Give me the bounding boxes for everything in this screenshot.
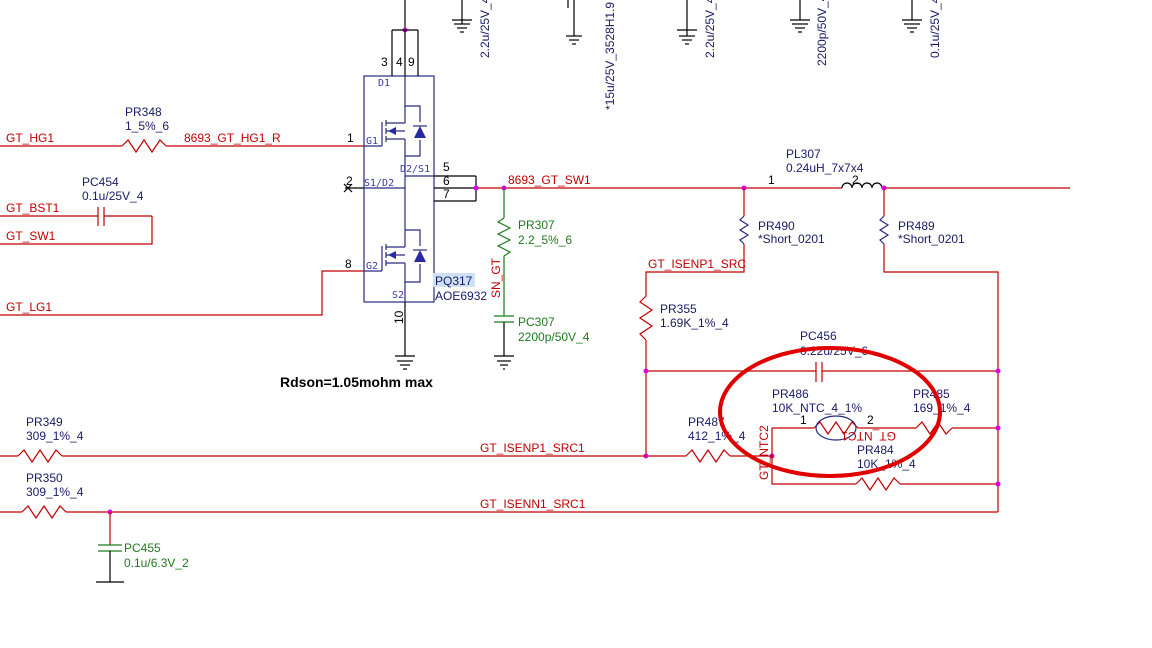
pin-8: 8 [345, 257, 352, 271]
cap-value-5: 0.1u/25V_4 [928, 0, 942, 58]
net-ntc2: GT_NTC2 [757, 425, 771, 480]
pin-2: 2 [346, 174, 353, 188]
net-sw1-main: 8693_GT_SW1 [508, 173, 591, 187]
net-gt-lg1: GT_LG1 [6, 300, 52, 314]
pr490-ref: PR490 [758, 219, 795, 233]
sense-output-lines: PR349 309_1%_4 GT_ISENP1_SRC1 PR350 309_… [0, 415, 998, 583]
net-sn-gt: SN_GT [489, 257, 503, 298]
pr348-value: 1_5%_6 [125, 119, 169, 133]
pr487-ref: PR487 [688, 415, 725, 429]
pl307-pin2: 2 [852, 173, 859, 187]
pl307-value: 0.24uH_7x7x4 [786, 161, 864, 175]
pc307-value: 2200p/50V_4 [518, 330, 590, 344]
pc454-value: 0.1u/25V_4 [82, 189, 144, 203]
net-isenn1-src1: GT_ISENN1_SRC1 [480, 497, 586, 511]
net-gt-bst1: GT_BST1 [6, 201, 60, 215]
rdson-note: Rdson=1.05mohm max [280, 374, 433, 390]
pr486-pin2: 2 [867, 413, 874, 427]
pin-4: 4 [396, 55, 403, 69]
pr349-value: 309_1%_4 [26, 429, 84, 443]
pin-1: 1 [347, 131, 354, 145]
pq317-value: AOE6932 [435, 289, 487, 303]
pr355-ref: PR355 [660, 302, 697, 316]
pq317-ref: PQ317 [435, 274, 473, 288]
top-capacitor-row: 2.2u/25V_4 *15u/25V_3528H1.9 2.2u/25V_4 … [402, 0, 942, 110]
pc454-ref: PC454 [82, 175, 119, 189]
pin-6: 6 [443, 174, 450, 188]
pc456-ref: PC456 [800, 329, 837, 343]
mosfet-pq317: 3 4 9 D1 G1 D2/S1 S1/D2 G2 S2 [280, 29, 487, 390]
pr486-ref: PR486 [772, 387, 809, 401]
net-isenp1-src1: GT_ISENP1_SRC1 [480, 441, 585, 455]
label-d2s1: D2/S1 [400, 164, 430, 175]
current-sense-network: PR490 *Short_0201 GT_ISENP1_SRC PR489 *S… [638, 188, 1001, 512]
pr348-ref: PR348 [125, 105, 162, 119]
pr350-value: 309_1%_4 [26, 485, 84, 499]
pr487-value: 412_1%_4 [688, 429, 746, 443]
label-g1: G1 [366, 136, 378, 147]
pin-10: 10 [392, 310, 406, 324]
highlight-circle [718, 346, 942, 478]
pin-3: 3 [381, 55, 388, 69]
pc307-ref: PC307 [518, 315, 555, 329]
pr489-value: *Short_0201 [898, 232, 965, 246]
cap-value-1: 2.2u/25V_4 [478, 0, 492, 58]
cap-value-4: 2200p/50V_4 [815, 0, 829, 66]
pr307-value: 2.2_5%_6 [518, 233, 572, 247]
pr489-ref: PR489 [898, 219, 935, 233]
net-hg1-r: 8693_GT_HG1_R [184, 131, 281, 145]
net-isenp1-src: GT_ISENP1_SRC [648, 257, 746, 271]
cap-value-2: *15u/25V_3528H1.9 [603, 2, 617, 110]
pc455-ref: PC455 [124, 541, 161, 555]
pl307-pin1: 1 [768, 173, 775, 187]
left-input-nets: GT_HG1 PR348 1_5%_6 8693_GT_HG1_R 1 2 GT… [0, 105, 364, 316]
label-s2: S2 [392, 290, 404, 301]
switch-node: 8693_GT_SW1 PL307 0.24uH_7x7x4 1 2 PR307… [473, 147, 1070, 370]
pc455-value: 0.1u/6.3V_2 [124, 556, 189, 570]
label-g2: G2 [366, 261, 378, 272]
cap-value-3: 2.2u/25V_4 [703, 0, 717, 58]
label-d1: D1 [378, 78, 390, 89]
pr355-value: 1.69K_1%_4 [660, 316, 729, 330]
pr486-pin1: 1 [800, 413, 807, 427]
pr485-ref: PR485 [913, 387, 950, 401]
pin-5: 5 [443, 160, 450, 174]
pin-9: 9 [408, 55, 415, 69]
pin-7: 7 [443, 187, 450, 201]
pr490-value: *Short_0201 [758, 232, 825, 246]
pr485-value: 169_1%_4 [913, 401, 971, 415]
pr350-ref: PR350 [26, 471, 63, 485]
pr349-ref: PR349 [26, 415, 63, 429]
pl307-ref: PL307 [786, 147, 821, 161]
pr307-ref: PR307 [518, 218, 555, 232]
label-s1d2: S1/D2 [364, 178, 394, 189]
net-gt-hg1: GT_HG1 [6, 131, 54, 145]
pr484-ref: PR484 [857, 443, 894, 457]
net-gt-sw1: GT_SW1 [6, 229, 56, 243]
pr486-value: 10K_NTC_4_1% [772, 401, 862, 415]
net-ntc1: GT_NTC1 [841, 429, 896, 443]
